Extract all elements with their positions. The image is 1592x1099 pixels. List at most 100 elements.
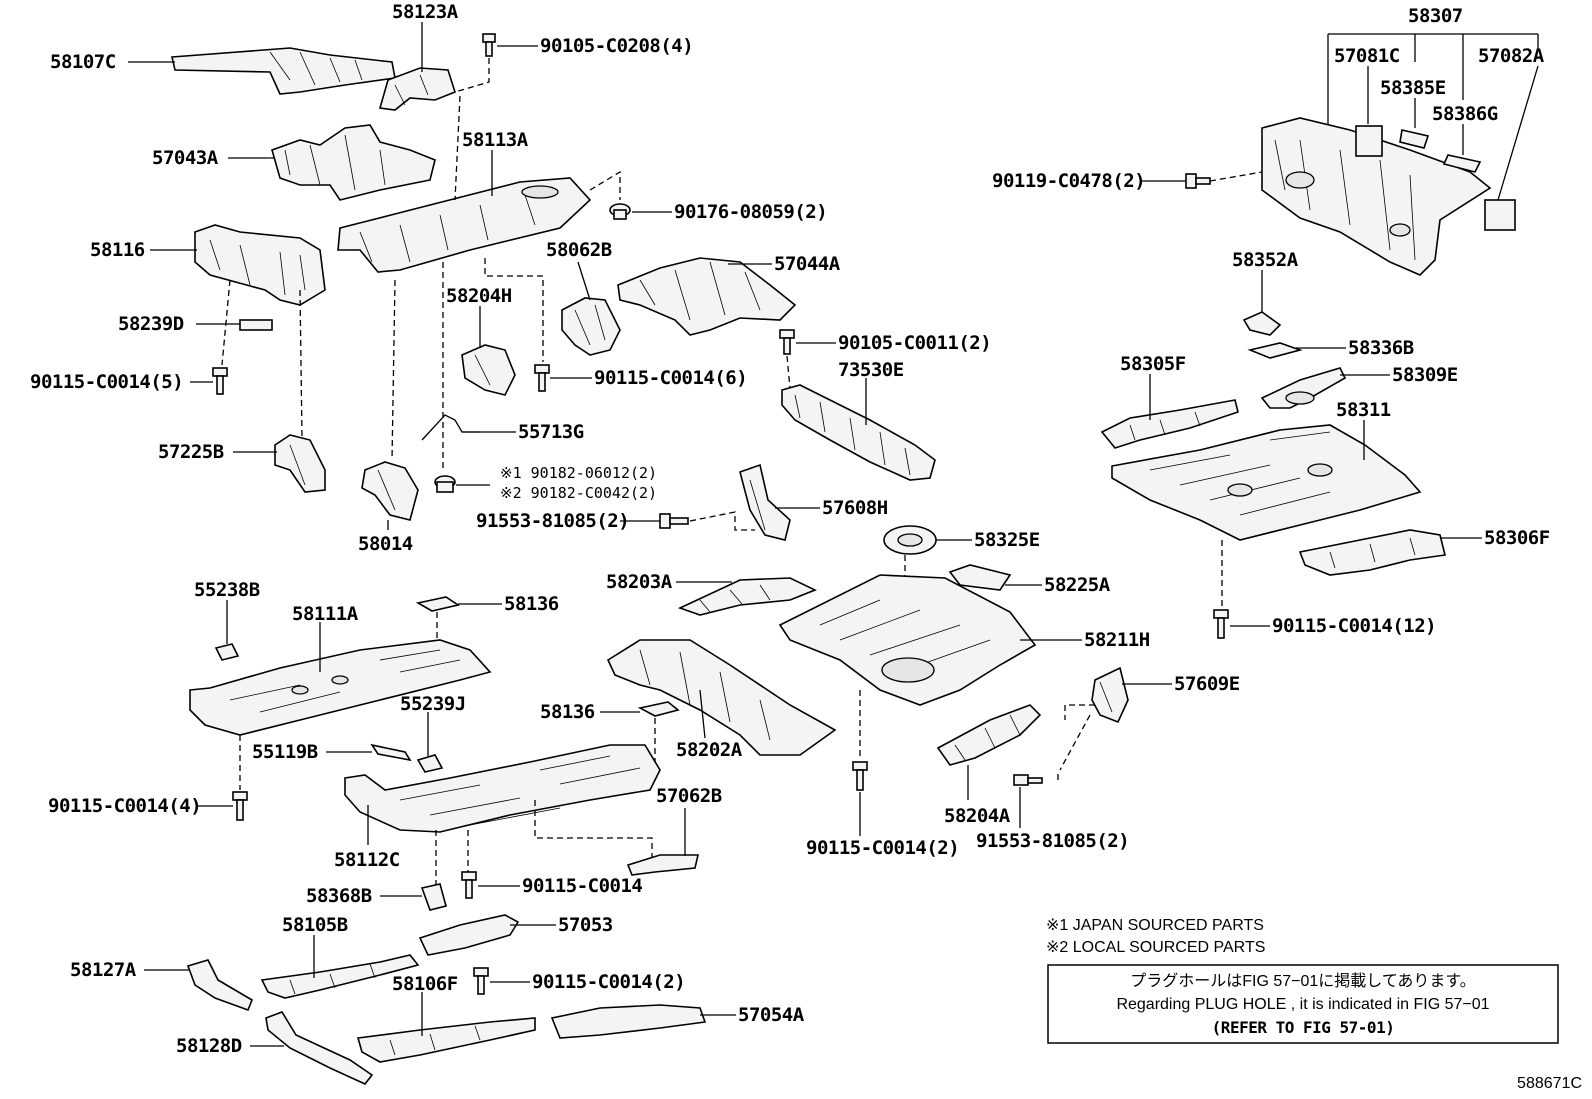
bolt-90115-5 — [212, 367, 228, 395]
label-55238B: 55238B — [194, 579, 260, 601]
label-58305F: 58305F — [1120, 353, 1186, 375]
bolt-90119 — [1185, 173, 1211, 189]
bolt-91553-b — [1013, 774, 1043, 786]
label-90115-6: 90115-C0014(6) — [594, 367, 747, 389]
plug-hole-note-box: プラグホールはFIG 57−01に掲載してあります。 Regarding PLU… — [1047, 964, 1559, 1044]
note-box-jp: プラグホールはFIG 57−01に掲載してあります。 — [1130, 972, 1476, 990]
clip-90182 — [434, 475, 456, 493]
label-58128D: 58128D — [176, 1035, 242, 1057]
label-58307: 58307 — [1408, 5, 1463, 27]
label-90115-4: 90115-C0014(4) — [48, 795, 201, 817]
label-58204H: 58204H — [446, 285, 512, 307]
part-58111A — [189, 639, 492, 736]
part-57044A — [617, 257, 797, 336]
part-57608H — [739, 463, 791, 541]
label-58127A: 58127A — [70, 959, 137, 981]
part-58225A — [948, 564, 1012, 591]
label-58204A: 58204A — [944, 805, 1011, 827]
label-58211H: 58211H — [1084, 629, 1150, 651]
diagram-reference-code: 588671C — [1517, 1075, 1582, 1092]
part-58325E — [883, 525, 937, 555]
label-57082A: 57082A — [1478, 45, 1545, 67]
label-58062B: 58062B — [546, 239, 612, 261]
label-58386G: 58386G — [1432, 103, 1498, 125]
part-58014 — [361, 461, 419, 521]
label-57225B: 57225B — [158, 441, 224, 463]
part-57081C — [1355, 125, 1383, 157]
bolt-90115-2 — [473, 967, 489, 995]
part-58305F — [1100, 399, 1239, 449]
bolt-90115-1 — [461, 871, 477, 899]
label-90105-C0011: 90105-C0011(2) — [838, 332, 991, 354]
label-57054A: 57054A — [738, 1004, 805, 1026]
label-57609E: 57609E — [1174, 673, 1240, 695]
label-58385E: 58385E — [1380, 77, 1446, 99]
part-58386G — [1442, 154, 1482, 173]
label-90115-12: 90115-C0014(12) — [1272, 615, 1436, 637]
label-73530E: 73530E — [838, 359, 904, 381]
label-57044A: 57044A — [774, 253, 841, 275]
part-58306F — [1298, 529, 1446, 576]
label-55713G: 55713G — [518, 421, 584, 443]
part-58127A — [186, 959, 253, 1012]
clip-90176 — [609, 203, 631, 220]
label-58112C: 58112C — [334, 849, 400, 871]
bolt-90105-C0208 — [482, 33, 496, 57]
label-57053: 57053 — [558, 914, 613, 936]
label-58239D: 58239D — [118, 313, 184, 335]
part-58106F — [356, 1017, 536, 1063]
label-57062B: 57062B — [656, 785, 722, 807]
part-57053 — [418, 914, 520, 956]
note-japan-sourced: ※1 JAPAN SOURCED PARTS — [1046, 917, 1264, 934]
part-58385E — [1399, 129, 1430, 149]
label-58107C: 58107C — [50, 51, 116, 73]
bolt-90115-2b — [852, 761, 868, 791]
part-57062B — [626, 854, 700, 876]
part-58105B — [260, 954, 420, 999]
bolt-90115-6 — [534, 364, 550, 392]
note-box-ref: (REFER TO FIG 57-01) — [1212, 1018, 1395, 1037]
part-55238B — [214, 643, 240, 661]
label-58014: 58014 — [358, 533, 413, 555]
label-90176: 90176-08059(2) — [674, 201, 827, 223]
part-57054A — [550, 1004, 707, 1039]
part-58336B — [1247, 342, 1303, 359]
label-58203A: 58203A — [606, 571, 673, 593]
part-58113A — [337, 177, 592, 273]
note-box-en: Regarding PLUG HOLE , it is indicated in… — [1116, 996, 1489, 1013]
bolt-90115-4 — [232, 791, 248, 821]
label-58352A: 58352A — [1232, 249, 1299, 271]
part-55119B — [370, 743, 412, 762]
part-58204A — [936, 704, 1042, 766]
label-58123A: 58123A — [392, 1, 459, 23]
label-58325E: 58325E — [974, 529, 1040, 551]
label-90115-1: 90115-C0014 — [522, 875, 642, 897]
label-58136-a: 58136 — [504, 593, 559, 615]
part-58204H — [461, 344, 516, 396]
label-58336B: 58336B — [1348, 337, 1414, 359]
part-58239D — [239, 319, 273, 331]
label-58306F: 58306F — [1484, 527, 1550, 549]
label-91553-a: 91553-81085(2) — [476, 510, 629, 532]
part-58107C — [171, 47, 396, 95]
part-57082A — [1484, 199, 1516, 231]
part-55713G — [421, 414, 480, 441]
part-58202A — [606, 639, 837, 756]
bolt-91553-a — [659, 513, 689, 529]
label-58225A: 58225A — [1044, 574, 1111, 596]
label-90105-C0208: 90105-C0208(4) — [540, 35, 693, 57]
part-58136-b — [637, 701, 680, 717]
label-58202A: 58202A — [676, 739, 743, 761]
part-58112C — [344, 744, 661, 833]
label-58311: 58311 — [1336, 399, 1391, 421]
part-57225B — [274, 434, 326, 493]
part-73530E — [781, 384, 936, 481]
label-55239J: 55239J — [400, 693, 466, 715]
part-58368B — [420, 883, 447, 911]
label-58368B: 58368B — [306, 885, 372, 907]
label-58116: 58116 — [90, 239, 145, 261]
label-58111A: 58111A — [292, 603, 359, 625]
part-55239J — [416, 754, 444, 773]
label-90182-b: ※2 90182-C0042(2) — [500, 484, 657, 502]
